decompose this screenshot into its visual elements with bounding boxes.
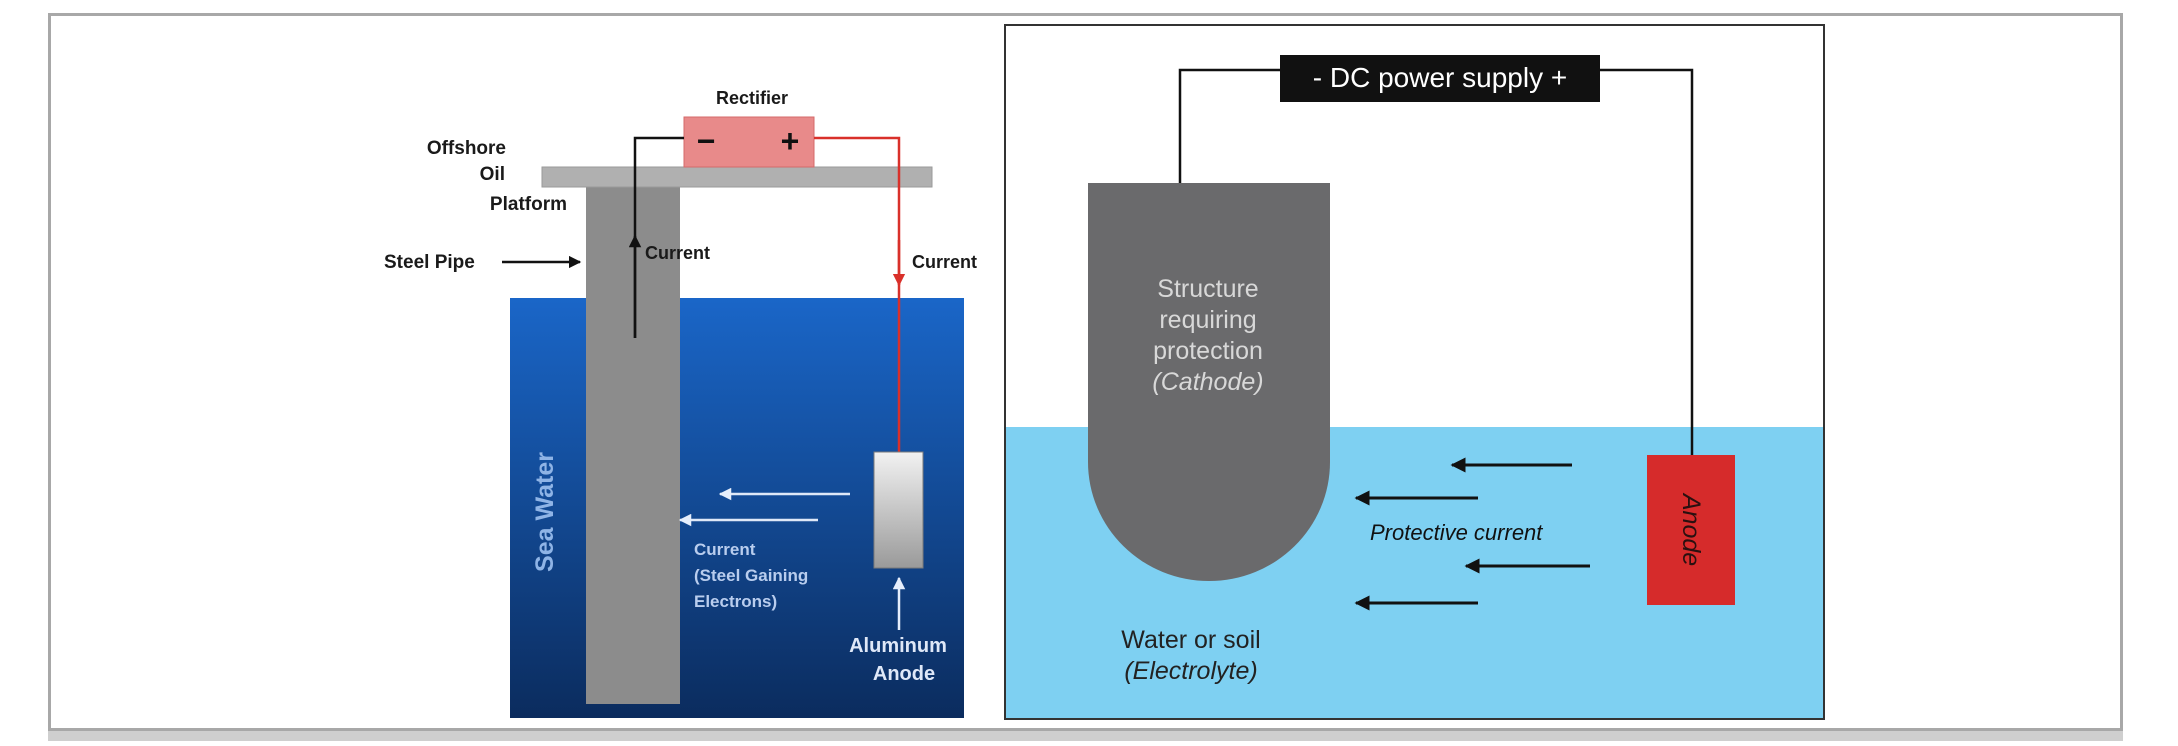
steel-pipe <box>586 183 680 704</box>
dc-power-supply-box <box>1280 55 1600 102</box>
cathode-wire <box>1178 68 1280 183</box>
platform-label-line3: Platform <box>490 194 567 215</box>
platform-deck <box>541 166 933 188</box>
anode-label-line2: Anode <box>873 663 935 685</box>
steel-pipe-label: Steel Pipe <box>384 252 475 273</box>
left-diagram: Sea Water Offshore Oil Platform Steel Pi… <box>384 88 977 718</box>
rectifier-minus: − <box>697 123 716 159</box>
right-diagram: - DC power supply + Structure requiring … <box>1004 24 1825 720</box>
structure-label-line2: requiring <box>1159 306 1256 334</box>
protective-current-label: Protective current <box>1370 520 1543 545</box>
dc-power-supply-label: - DC power supply + <box>1313 62 1567 93</box>
rectifier-label: Rectifier <box>716 88 788 108</box>
platform-label-line2: Oil <box>480 164 505 185</box>
electrolyte-label-line2: (Electrolyte) <box>1124 657 1257 685</box>
cathode-structure <box>1088 183 1330 581</box>
anode-label: Anode <box>1677 492 1705 566</box>
aluminum-anode <box>873 451 924 569</box>
water-current-label-line3: Electrons) <box>694 592 777 611</box>
pipe-current-label: Current <box>645 243 710 263</box>
anode-label-line1: Aluminum <box>849 635 947 657</box>
rectifier-box <box>683 116 815 168</box>
structure-label-line4: (Cathode) <box>1152 368 1263 396</box>
water-current-label-line2: (Steel Gaining <box>694 566 808 585</box>
frame-shadow <box>48 731 2123 741</box>
platform-label-line1: Offshore <box>427 138 506 159</box>
red-wire <box>814 136 901 452</box>
anode-wire <box>1600 68 1694 455</box>
sea-water-label: Sea Water <box>531 452 559 572</box>
wire-current-label: Current <box>912 252 977 272</box>
water-current-label-line1: Current <box>694 540 756 559</box>
electrolyte-label-line1: Water or soil <box>1121 626 1260 654</box>
rectifier-plus: + <box>781 123 800 159</box>
anode-block <box>1647 455 1735 605</box>
structure-label-line3: protection <box>1153 337 1263 365</box>
structure-label-line1: Structure <box>1157 275 1258 303</box>
